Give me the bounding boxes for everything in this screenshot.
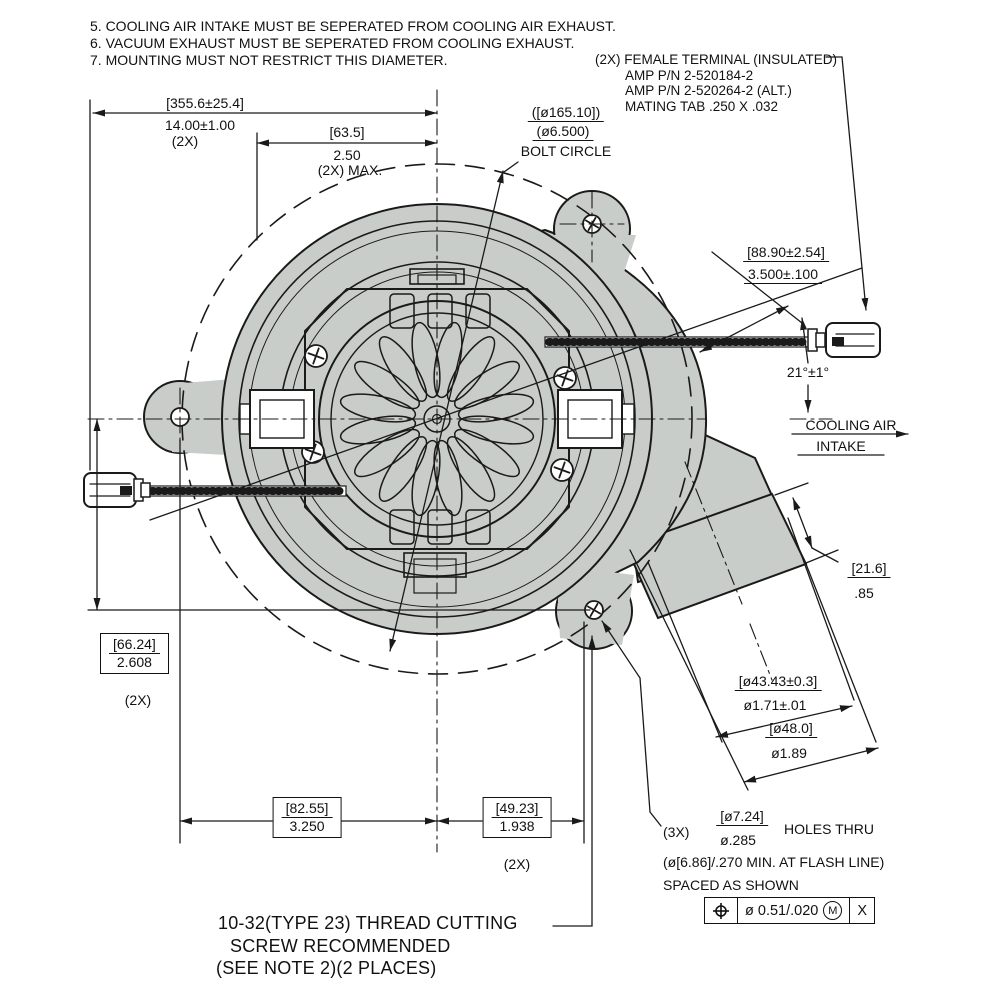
dim-offset-width-qty: (2X) MAX.: [317, 162, 383, 178]
dim-flange-depth-inch: .85: [854, 585, 874, 601]
fcf-tolerance: ø 0.51/.020: [745, 902, 819, 919]
dim-vertical-offset-mm: [66.24]: [109, 636, 160, 655]
dim-vertical-offset-qty: (2X): [124, 692, 152, 708]
holes-callout-inch: ø.285: [720, 832, 756, 848]
holes-callout-spacing: SPACED AS SHOWN: [663, 877, 799, 893]
lead-wire-right: [544, 322, 881, 358]
terminal-callout-line3: AMP P/N 2-520264-2 (ALT.): [625, 83, 792, 99]
holes-callout-qty: (3X): [663, 824, 690, 840]
dim-offset-width-mm: [63.5]: [329, 124, 365, 140]
dim-bolt-circle-inch: (ø6.500): [532, 123, 594, 142]
holes-callout-suffix: HOLES THRU: [784, 821, 874, 837]
holes-callout-mm: [ø7.24]: [716, 808, 768, 827]
dim-horiz-right-mm: [49.23]: [491, 800, 543, 819]
dim-horiz-right-inch: 1.938: [499, 818, 535, 835]
dim-duct-outer-inch: ø1.89: [771, 745, 807, 761]
cooling-air-label: COOLING AIR: [805, 417, 897, 433]
dim-overall-width-inch: 14.00±1.00: [165, 117, 235, 133]
holes-callout-flashline: (ø[6.86]/.270 MIN. AT FLASH LINE): [663, 854, 885, 870]
dim-horiz-left-inch: 3.250: [289, 818, 325, 835]
fcf-datum: X: [849, 898, 874, 923]
dim-overall-width-mm: [355.6±25.4]: [166, 95, 244, 111]
position-symbol-icon: [705, 898, 737, 923]
note-line-6: 6. VACUUM EXHAUST MUST BE SEPERATED FROM…: [90, 35, 575, 52]
terminal-connector-right: [807, 322, 881, 358]
thread-callout-line3: (SEE NOTE 2)(2 PLACES): [216, 958, 437, 978]
dim-horiz-right-qty: (2X): [503, 856, 531, 872]
dim-duct-outer-mm: [ø48.0]: [765, 720, 817, 739]
dim-horiz-left-box: [82.55] 3.250: [272, 797, 342, 839]
dimension-lines: [87, 56, 909, 927]
mounting-holes: [170, 214, 604, 620]
dim-bolt-circle-mm: ([ø165.10]): [527, 104, 605, 123]
dim-horiz-right-box: [49.23] 1.938: [482, 797, 552, 839]
note-line-5: 5. COOLING AIR INTAKE MUST BE SEPERATED …: [90, 18, 616, 34]
fcf-tolerance-cell: ø 0.51/.020 M: [737, 898, 849, 923]
terminal-callout-line4: MATING TAB .250 X .032: [625, 98, 779, 114]
terminal-callout-line1: (2X) FEMALE TERMINAL (INSULATED): [595, 52, 838, 67]
dim-terminal-offset-mm: [88.90±2.54]: [743, 244, 829, 263]
terminal-callout-line2: AMP P/N 2-520184-2: [625, 67, 754, 83]
feature-control-frame: ø 0.51/.020 M X: [704, 897, 876, 924]
cooling-air-intake-label: INTAKE: [816, 438, 866, 454]
dim-flange-depth-mm: [21.6]: [847, 560, 891, 579]
thread-callout-line2: SCREW RECOMMENDED: [230, 936, 451, 956]
dim-bolt-circle-label: BOLT CIRCLE: [520, 143, 612, 159]
dim-terminal-offset-inch: 3.500±.100: [744, 266, 822, 285]
dim-terminal-angle: 21°±1°: [786, 364, 830, 380]
terminal-callout: (2X) FEMALE TERMINAL (INSULATED) AMP P/N…: [595, 52, 837, 114]
dim-overall-width-qty: (2X): [171, 133, 199, 149]
note-line-7: 7. MOUNTING MUST NOT RESTRICT THIS DIAME…: [90, 52, 448, 69]
dim-vertical-offset-inch: 2.608: [116, 654, 152, 671]
mmc-modifier-icon: M: [823, 901, 843, 920]
dim-duct-inner-mm: [ø43.43±0.3]: [734, 673, 822, 692]
thread-callout-line1: 10-32(TYPE 23) THREAD CUTTING: [218, 913, 518, 933]
general-notes: 5. COOLING AIR INTAKE MUST BE SEPERATED …: [90, 18, 616, 69]
dim-duct-inner-inch: ø1.71±.01: [743, 697, 807, 713]
dim-vertical-offset-box: [66.24] 2.608: [100, 633, 169, 675]
terminal-connector-left: [83, 472, 151, 508]
dim-horiz-left-mm: [82.55]: [281, 800, 333, 819]
dim-offset-width-inch: 2.50: [333, 147, 361, 163]
